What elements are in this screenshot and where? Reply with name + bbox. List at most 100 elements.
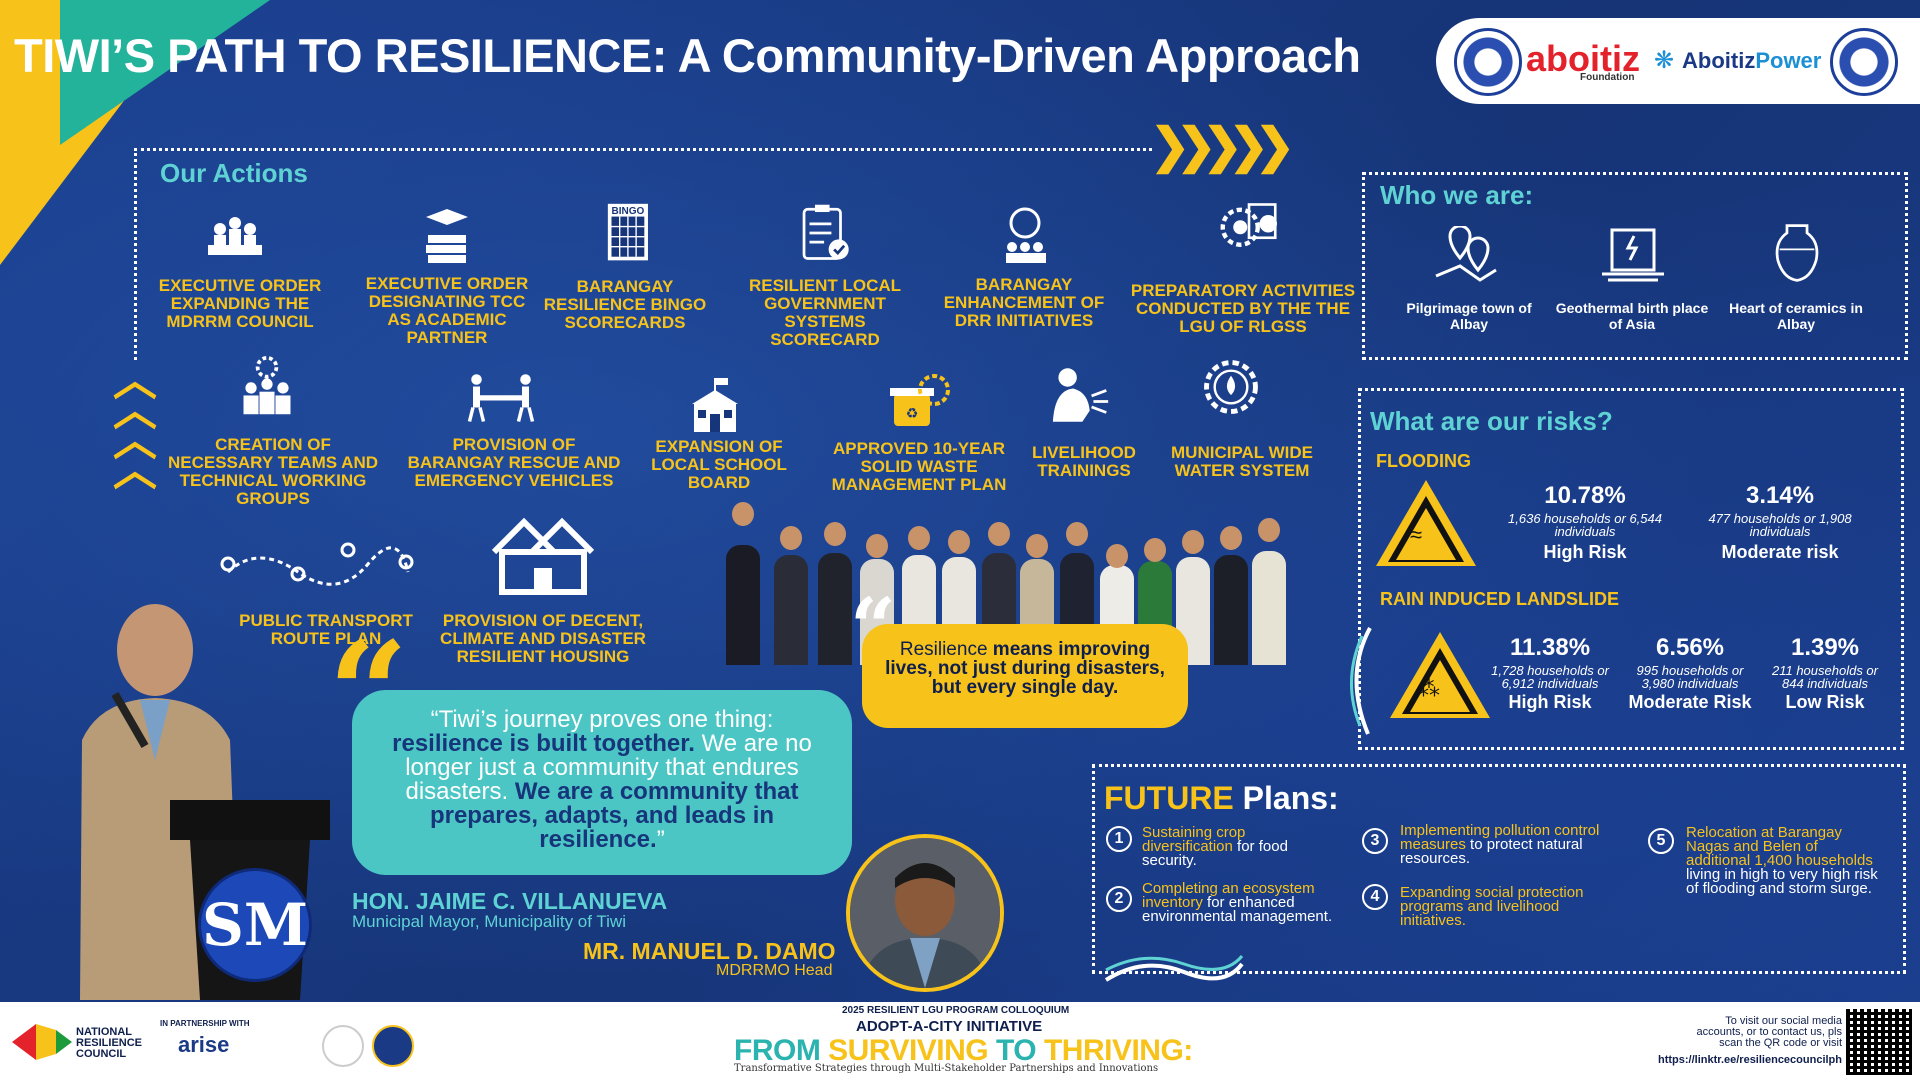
- initiative-label: ADOPT-A-CITY INITIATIVE: [856, 1018, 1043, 1035]
- waste-recycling-icon: ♻: [890, 374, 950, 426]
- risk-detail: 1,728 households or 6,912 individuals: [1491, 663, 1609, 691]
- speaker-name: HON. JAIME C. VILLANUEVA: [352, 888, 668, 914]
- risk-level: Moderate Risk: [1628, 692, 1752, 712]
- action-label: CREATION OF NECESSARY TEAMS AND TECHNICA…: [167, 435, 378, 508]
- plan-text: Expanding social protection programs and…: [1400, 884, 1584, 929]
- action-label: EXECUTIVE ORDER EXPANDING THE MDRRM COUN…: [158, 276, 322, 331]
- risk-percent: 3.14%: [1745, 482, 1815, 509]
- team-gear-icon: [243, 356, 291, 415]
- aboitizpower-logo: AboitizPower: [1682, 48, 1822, 73]
- risks-title: What are our risks?: [1370, 406, 1613, 436]
- partner-logo-circle: [322, 1025, 364, 1067]
- who-item: Pilgrimage town of Albay: [1406, 300, 1532, 332]
- risks-frame: [1358, 388, 1904, 750]
- partner-logo-seal: [372, 1025, 414, 1067]
- action-label: PUBLIC TRANSPORT ROUTE PLAN: [239, 611, 413, 648]
- water-drop-gear-icon: [1204, 360, 1258, 414]
- colloquium-label: 2025 RESILIENT LGU PROGRAM COLLOQUIUM: [842, 1005, 1070, 1016]
- landslide-label: RAIN INDUCED LANDSLIDE: [1380, 589, 1620, 609]
- risk-level: High Risk: [1543, 542, 1627, 562]
- aboitiz-logo: aboitiz: [1526, 38, 1640, 79]
- aboitiz-logo-sub: Foundation: [1580, 72, 1635, 83]
- contact-link[interactable]: https://linktr.ee/resiliencecouncilph: [1658, 1054, 1842, 1066]
- footer: [0, 1002, 1920, 1080]
- footer-headline: FROM SURVIVING TO THRIVING:: [734, 1034, 1193, 1067]
- school-building-icon: [692, 378, 738, 432]
- community-location-icon: [1006, 207, 1046, 263]
- farmer-livelihood-icon: [1052, 368, 1109, 422]
- college-seal-logo: [1830, 28, 1898, 96]
- risk-percent: 10.78%: [1544, 482, 1626, 509]
- arise-logo: arise: [178, 1032, 230, 1057]
- plan-number: 2: [1106, 886, 1132, 912]
- bingo-label: BINGO: [611, 206, 644, 217]
- action-label: MUNICIPAL WIDE WATER SYSTEM: [1171, 443, 1313, 480]
- rocks-icon: ⁂: [1418, 676, 1440, 701]
- tiwi-seal-logo: [1454, 28, 1522, 96]
- speaker-name: MR. MANUEL D. DAMO: [583, 938, 836, 964]
- risk-level: Moderate risk: [1721, 542, 1839, 562]
- risk-percent: 6.56%: [1655, 634, 1725, 661]
- who-item: Heart of ceramics in Albay: [1729, 300, 1863, 332]
- qr-code[interactable]: [1846, 1009, 1912, 1075]
- risk-detail: 995 households or 3,980 individuals: [1636, 663, 1744, 691]
- chevron-up-icons: ︿︿︿︿: [113, 356, 157, 495]
- who-frame: [1362, 172, 1908, 360]
- speaker-role: MDRRMO Head: [716, 962, 833, 979]
- future-title: FUTURE Plans:: [1104, 780, 1339, 816]
- risk-detail: 1,636 households or 6,544 individuals: [1508, 511, 1662, 539]
- action-label: RESILIENT LOCAL GOVERNMENT SYSTEMS SCORE…: [748, 276, 902, 349]
- risk-detail: 211 households or 844 individuals: [1771, 663, 1878, 691]
- who-title: Who we are:: [1380, 180, 1534, 210]
- actions-frame-left: [134, 148, 137, 360]
- damo-photo: [846, 834, 1004, 992]
- geothermal-plant-icon: [1602, 228, 1664, 282]
- books-graduation-icon: [426, 209, 468, 263]
- quote-box: [352, 690, 852, 875]
- mayor-quote: “Tiwi’s journey proves one thing: resili…: [392, 706, 812, 853]
- wave-decoration: [1104, 955, 1244, 982]
- route-pins-icon: [220, 542, 414, 586]
- plan-text: Sustaining crop diversification for food…: [1142, 824, 1288, 869]
- risk-level: High Risk: [1508, 692, 1592, 712]
- action-label: PROVISION OF DECENT, CLIMATE AND DISASTE…: [440, 611, 646, 666]
- plan-text: Relocation at Barangay Nagas and Belen o…: [1686, 824, 1878, 897]
- actions-frame-top: [134, 148, 1152, 151]
- ceramic-pot-icon: [1775, 224, 1819, 282]
- plan-number: 1: [1106, 826, 1132, 852]
- resilience-quote: Resilience means improving lives, not ju…: [885, 639, 1165, 698]
- plan-number: 4: [1362, 884, 1388, 910]
- flooding-label: FLOODING: [1376, 451, 1471, 471]
- aboitizpower-icon: ❋: [1654, 47, 1675, 74]
- waves-icon: ≈: [1410, 522, 1423, 547]
- action-label: EXPANSION OF LOCAL SCHOOL BOARD: [651, 437, 787, 492]
- action-label: BARANGAY ENHANCEMENT OF DRR INITIATIVES: [943, 275, 1105, 330]
- risk-percent: 11.38%: [1509, 634, 1591, 661]
- speaker-role: Municipal Mayor, Municipality of Tiwi: [352, 912, 626, 931]
- risk-percent: 1.39%: [1790, 634, 1860, 661]
- action-label: EXECUTIVE ORDER DESIGNATING TCC AS ACADE…: [365, 274, 529, 347]
- plan-text: Completing an ecosystem inventory for en…: [1142, 880, 1333, 925]
- settings-document-icon: [1220, 203, 1277, 247]
- page-title: TIWI’S PATH TO RESILIENCE: A Community-D…: [14, 29, 1361, 82]
- actions-title: Our Actions: [160, 158, 308, 188]
- svg-text:♻: ♻: [906, 405, 919, 421]
- flood-warning-icon-core: [1396, 508, 1456, 560]
- plan-text: Implementing pollution control measures …: [1400, 822, 1600, 867]
- resilience-quote-box: [862, 624, 1188, 728]
- wave-decoration-side: [1350, 627, 1372, 735]
- plan-number: 3: [1362, 828, 1388, 854]
- meeting-table-icon: [208, 217, 262, 255]
- action-label: PREPARATORY ACTIVITIES CONDUCTED BY THE …: [1130, 281, 1356, 336]
- future-frame: [1092, 764, 1906, 974]
- action-label: PROVISION OF BARANGAY RESCUE AND EMERGEN…: [407, 435, 621, 490]
- houses-icon: [491, 517, 595, 595]
- stretcher-rescue-icon: [467, 374, 535, 422]
- footer-tagline: Transformative Strategies through Multi-…: [734, 1063, 1159, 1074]
- map-pins-icon: [1435, 226, 1497, 282]
- corner-teal-shape: [60, 0, 270, 145]
- nrc-logo: [12, 1024, 72, 1060]
- who-item: Geothermal birth place of Asia: [1555, 300, 1709, 332]
- nrc-name: NATIONAL RESILIENCE COUNCIL: [76, 1026, 143, 1060]
- contact-text: To visit our social media accounts, or t…: [1696, 1015, 1842, 1049]
